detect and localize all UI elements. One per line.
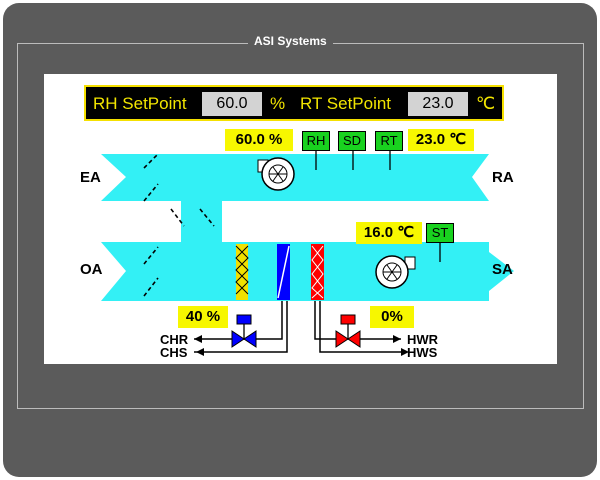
supply-fan-icon xyxy=(375,255,416,289)
supply-temp-reading: 16.0 ℃ xyxy=(356,222,422,244)
sensor-leads xyxy=(315,149,441,262)
setpoint-panel: RH SetPoint 60.0 % RT SetPoint 23.0 ℃ xyxy=(84,85,504,121)
st-sensor-button[interactable]: ST xyxy=(426,223,454,243)
supply-duct xyxy=(101,242,514,301)
cooling-coil-icon xyxy=(277,244,290,300)
heating-coil-icon xyxy=(311,244,324,300)
chw-valve-icon xyxy=(231,314,257,348)
rt-setpoint-input[interactable]: 23.0 xyxy=(408,92,468,116)
rh-setpoint-label: RH SetPoint xyxy=(93,94,187,113)
brand-label: ASI Systems xyxy=(248,34,333,48)
rh-setpoint-unit: % xyxy=(270,94,286,113)
chw-valve-position: 40 % xyxy=(178,306,228,328)
exhaust-air-label: EA xyxy=(80,169,101,186)
rt-setpoint-unit: ℃ xyxy=(476,94,496,113)
return-humidity-reading: 60.0 % xyxy=(225,129,293,151)
hwr-label: HWR xyxy=(407,332,439,347)
rh-sensor-button[interactable]: RH xyxy=(302,131,330,151)
outside-air-label: OA xyxy=(80,261,103,278)
return-duct xyxy=(101,154,489,242)
hw-valve-icon xyxy=(335,314,361,348)
hws-label: HWS xyxy=(407,345,438,360)
sd-sensor-button[interactable]: SD xyxy=(338,131,366,151)
hw-valve-position: 0% xyxy=(370,306,414,328)
supply-air-label: SA xyxy=(492,261,513,278)
filter-icon xyxy=(235,244,249,300)
ahu-schematic xyxy=(101,149,514,356)
damper-icons xyxy=(143,153,215,297)
return-fan-icon xyxy=(257,157,295,191)
hw-piping xyxy=(314,301,401,353)
rt-sensor-button[interactable]: RT xyxy=(375,131,403,151)
return-temp-reading: 23.0 ℃ xyxy=(408,129,474,151)
chr-label: CHR xyxy=(160,332,189,347)
rh-setpoint-input[interactable]: 60.0 xyxy=(202,92,262,116)
hmi-screen: RH SetPoint 60.0 % RT SetPoint 23.0 ℃ xyxy=(44,74,557,364)
chs-label: CHS xyxy=(160,345,188,360)
chw-piping xyxy=(194,301,288,353)
return-air-label: RA xyxy=(492,169,514,186)
rt-setpoint-label: RT SetPoint xyxy=(300,94,392,113)
